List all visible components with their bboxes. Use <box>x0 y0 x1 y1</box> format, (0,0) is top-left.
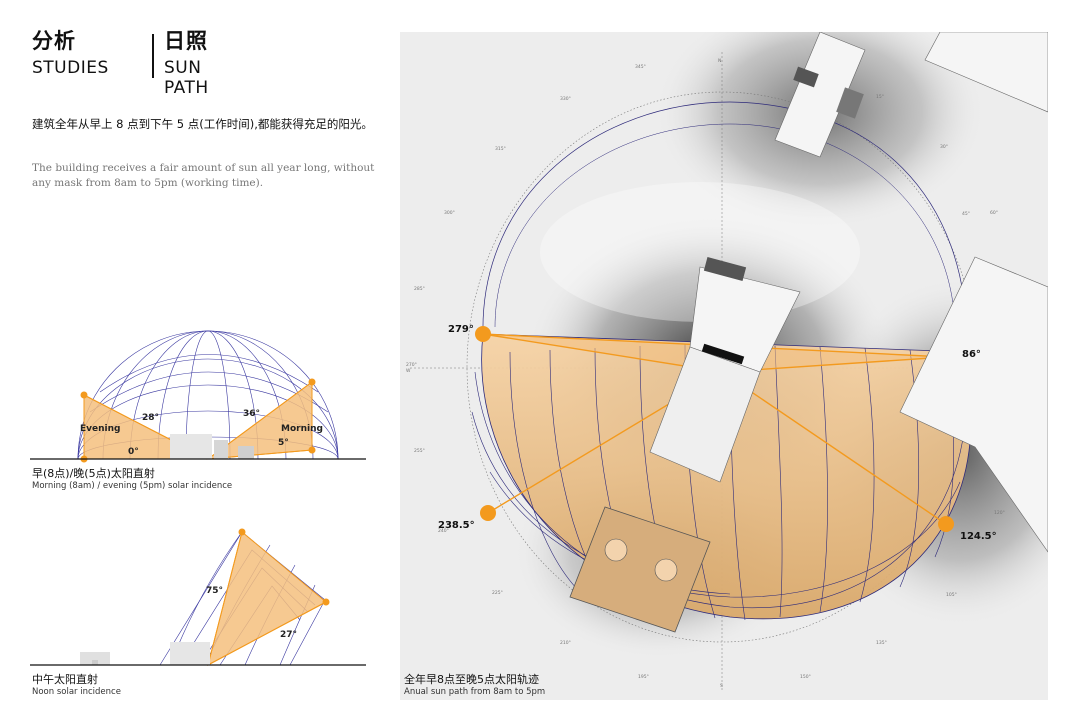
compass-tick-label: S <box>720 683 723 689</box>
header-sunpath-en: SUN PATH <box>164 58 209 98</box>
angle-124-label: 124.5° <box>960 531 997 542</box>
compass-tick-label: 15° <box>876 94 884 100</box>
compass-tick-label: 135° <box>876 640 887 646</box>
morning-evening-caption-en: Morning (8am) / evening (5pm) solar inci… <box>32 481 233 491</box>
angle-86-label: 86° <box>962 349 981 360</box>
morning-sun-low <box>308 446 316 454</box>
angle-279-label: 279° <box>448 324 474 335</box>
compass-tick-label: 60° <box>990 210 998 216</box>
morning-label: Morning <box>281 424 323 434</box>
noon-sun-high <box>238 528 246 536</box>
sun-point-124 <box>938 516 954 532</box>
noon-wedge <box>207 531 327 666</box>
header-analysis: 分析 STUDIES <box>32 30 109 78</box>
morning-evening-caption-zh: 早(8点)/晚(5点)太阳直射 <box>32 467 155 480</box>
morning-sun-high <box>308 378 316 386</box>
plan-buildings <box>569 32 1048 633</box>
compass-tick-label: 195° <box>638 674 649 680</box>
compass-tick-label: 240° <box>438 528 449 534</box>
compass-tick-label: W <box>406 368 411 374</box>
compass-tick-label: 315° <box>495 146 506 152</box>
compass-tick-label: 30° <box>940 144 948 150</box>
compass-tick-label: 120° <box>994 510 1005 516</box>
header-sunpath: 日照 SUN PATH <box>164 30 209 98</box>
compass-tick-label: 150° <box>800 674 811 680</box>
compass-tick-label: 270° <box>406 362 417 368</box>
angle-0-label: 0° <box>128 447 139 457</box>
compass-tick-label: N <box>718 58 721 64</box>
compass-tick-label: 345° <box>635 64 646 70</box>
header-analysis-en: STUDIES <box>32 58 109 78</box>
angle-27-label: 27° <box>280 630 297 640</box>
sun-point-238 <box>480 505 496 521</box>
compass-tick-label: 255° <box>414 448 425 454</box>
angle-5-label: 5° <box>278 438 289 448</box>
building-block <box>170 434 212 459</box>
angle-28-label: 28° <box>142 413 159 423</box>
noon-caption-zh: 中午太阳直射 <box>32 673 98 686</box>
evening-sun-high <box>80 391 88 399</box>
compass-tick-label: 300° <box>444 210 455 216</box>
sun-path-caption-en: Anual sun path from 8am to 5pm <box>404 687 546 697</box>
intro-text-en: The building receives a fair amount of s… <box>32 162 375 189</box>
compass-tick-label: 330° <box>560 96 571 102</box>
compass-tick-label: 285° <box>414 286 425 292</box>
sun-point-279 <box>475 326 491 342</box>
angle-36-label: 36° <box>243 409 260 419</box>
compass-tick-label: 225° <box>492 590 503 596</box>
compass-tick-label: 210° <box>560 640 571 646</box>
header-divider <box>152 34 154 78</box>
noon-diagram: 75° 27° <box>30 528 366 666</box>
compass-tick-label: 105° <box>946 592 957 598</box>
angle-238-label: 238.5° <box>438 520 475 531</box>
sun-path-caption-zh: 全年早8点至晚5点太阳轨迹 <box>404 673 539 686</box>
sun-path-plan: 345° 15° 330° 30° 315° 45° 300° 60° 285°… <box>400 32 1048 700</box>
angle-75-label: 75° <box>206 586 223 596</box>
header-sunpath-zh: 日照 <box>164 29 208 53</box>
noon-building <box>170 642 210 665</box>
evening-label: Evening <box>80 424 120 434</box>
morning-evening-diagram: Evening Morning 28° 36° 0° 5° <box>30 330 366 463</box>
noon-sun-low <box>322 598 330 606</box>
compass-tick-label: 45° <box>962 211 970 217</box>
intro-text-zh: 建筑全年从早上 8 点到下午 5 点(工作时间),都能获得充足的阳光。 <box>32 117 373 131</box>
compass-tick-labels: 345° 15° 330° 30° 315° 45° 300° 60° 285°… <box>406 58 1005 689</box>
noon-caption-en: Noon solar incidence <box>32 687 121 697</box>
header-analysis-zh: 分析 <box>32 29 76 53</box>
